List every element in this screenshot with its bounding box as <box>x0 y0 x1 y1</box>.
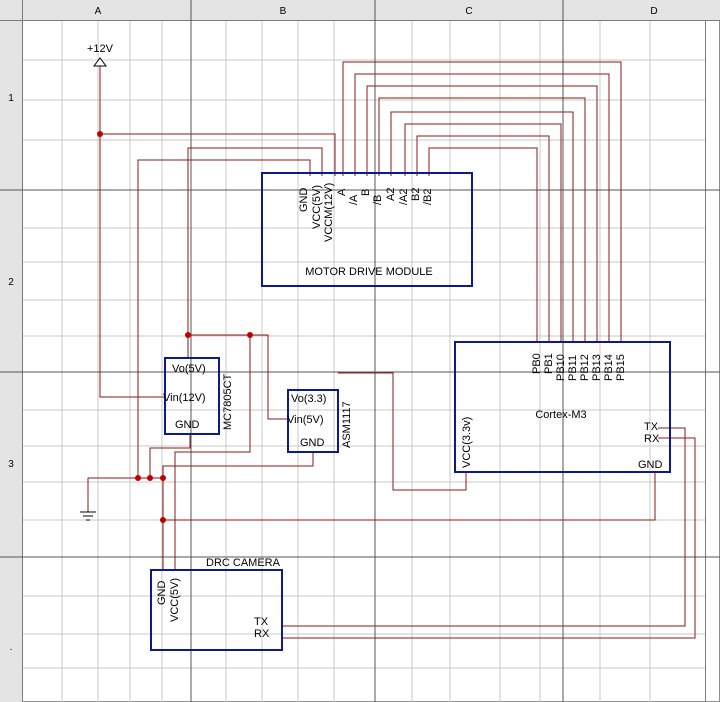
zone-col-c: C <box>465 6 472 17</box>
motor-pin-nb2: /B2 <box>422 188 434 205</box>
motor-pin-nb: /B <box>372 195 384 205</box>
junction-dots <box>97 131 253 523</box>
wires <box>87 61 696 639</box>
zone-row-3: 3 <box>8 459 14 470</box>
mcu-pin-pb0: PB0 <box>531 353 543 374</box>
motor-pin-a: A <box>336 188 348 196</box>
wire-pb1-b2 <box>416 135 550 342</box>
regulator-5v-gnd: GND <box>175 419 200 431</box>
zone-row-1: 1 <box>8 93 14 104</box>
wire-pb14-na <box>354 73 610 342</box>
motor-pin-na: /A <box>348 194 360 205</box>
wire-7805-gnd <box>149 434 191 478</box>
wire-pb11-a2 <box>390 111 574 342</box>
row-zone-bar <box>0 0 22 702</box>
junction-5v-a <box>185 332 191 338</box>
zone-col-d: D <box>650 6 657 17</box>
wire-5v-to-motor <box>187 147 323 358</box>
motor-pin-na2: /A2 <box>398 188 410 205</box>
mcu-pin-pb11: PB11 <box>567 355 579 381</box>
camera-body <box>150 569 283 651</box>
column-zone-bar <box>0 0 720 20</box>
power-rail-label: +12V <box>87 43 114 55</box>
wire-12v-to-vccm <box>99 66 336 176</box>
regulator-5v-body <box>164 357 220 435</box>
regulator-asm1117: Vo(3.3) Vin(5V) GND ASM1117 <box>287 389 353 453</box>
wire-3v3-to-mcu <box>338 372 467 491</box>
junction-gnd-b <box>147 475 153 481</box>
camera-pin-gnd: GND <box>156 581 168 606</box>
regulator-5v-vin: Vin(12V) <box>163 392 206 404</box>
junction-gnd-c <box>160 475 166 481</box>
wire-5v-to-camera <box>174 335 251 570</box>
mcu-pin-pb12: PB12 <box>579 354 591 381</box>
junction-gnd-d <box>160 517 166 523</box>
zone-row-2: 2 <box>8 277 14 288</box>
mcu-pin-pb13: PB13 <box>591 354 603 381</box>
motor-module-body <box>261 172 473 287</box>
wire-pb10-na2 <box>404 123 562 342</box>
junction-gnd-a <box>135 475 141 481</box>
cortex-m3-mcu: Cortex-M3 PB0 PB1 PB10 PB11 PB12 PB13 PB… <box>454 341 671 473</box>
regulator-3v3-name: ASM1117 <box>341 401 353 448</box>
camera-pin-vcc: VCC(5V) <box>169 578 181 622</box>
mcu-pin-tx: TX <box>644 421 659 433</box>
wire-pb13-b <box>366 85 598 342</box>
regulator-3v3-gnd: GND <box>300 437 325 449</box>
wire-pb0-nb2 <box>428 147 538 342</box>
wire-pb15-a <box>342 61 622 342</box>
wire-uart-a <box>282 427 686 627</box>
zone-col-a: A <box>95 6 102 17</box>
motor-pin-b2: B2 <box>410 188 422 201</box>
motor-module-title: MOTOR DRIVE MODULE <box>305 266 433 278</box>
zone-row-4: . <box>10 642 13 653</box>
power-port-12v: +12V <box>87 43 114 67</box>
mcu-pin-pb15: PB15 <box>615 354 627 381</box>
motor-drive-module: MOTOR DRIVE MODULE GND VCC(5V) VCCM(12V)… <box>261 172 473 287</box>
wire-pb12-nb <box>378 97 586 342</box>
motor-pin-gnd: GND <box>298 188 310 213</box>
regulator-3v3-vout: Vo(3.3) <box>291 393 326 405</box>
regulator-5v-vout: Vo(5V) <box>172 363 206 375</box>
junction-12v <box>97 131 103 137</box>
wire-1117-gnd <box>162 452 314 478</box>
mcu-pin-pb1: PB1 <box>543 353 555 374</box>
camera-pin-rx: RX <box>254 628 270 640</box>
regulator-mc7805ct: Vo(5V) Vin(12V) GND MC7805CT <box>163 357 234 435</box>
ground-symbol-icon <box>80 511 96 521</box>
motor-pin-vcc5: VCC(5V) <box>311 185 323 229</box>
wire-12v-to-regulator <box>99 134 165 398</box>
power-arrow-icon <box>93 57 107 67</box>
mcu-title: Cortex-M3 <box>535 409 586 421</box>
regulator-5v-name: MC7805CT <box>222 373 234 430</box>
mcu-pin-gnd: GND <box>638 459 663 471</box>
wire-5v-bus <box>188 334 288 420</box>
mcu-pin-vcc: VCC(3.3v) <box>461 417 473 468</box>
mcu-pin-pb10: PB10 <box>555 354 567 381</box>
regulator-3v3-body <box>287 389 339 453</box>
wire-uart-b <box>282 437 696 639</box>
zone-col-b: B <box>280 6 287 17</box>
camera-title: DRC CAMERA <box>206 557 281 569</box>
camera-pin-tx: TX <box>254 616 269 628</box>
drc-camera: DRC CAMERA GND VCC(5V) TX RX <box>150 557 283 651</box>
junction-5v-b <box>247 332 253 338</box>
mcu-body <box>454 341 671 473</box>
mcu-pin-pb14: PB14 <box>603 354 615 381</box>
motor-pin-a2: A2 <box>385 188 397 201</box>
mcu-pin-rx: RX <box>644 433 660 445</box>
motor-pin-b: B <box>360 189 372 196</box>
wire-mcu-gnd <box>163 472 656 521</box>
motor-pin-vccm: VCCM(12V) <box>323 183 335 242</box>
wire-motor-gnd <box>137 159 311 478</box>
regulator-3v3-vin: Vin(5V) <box>287 414 323 426</box>
